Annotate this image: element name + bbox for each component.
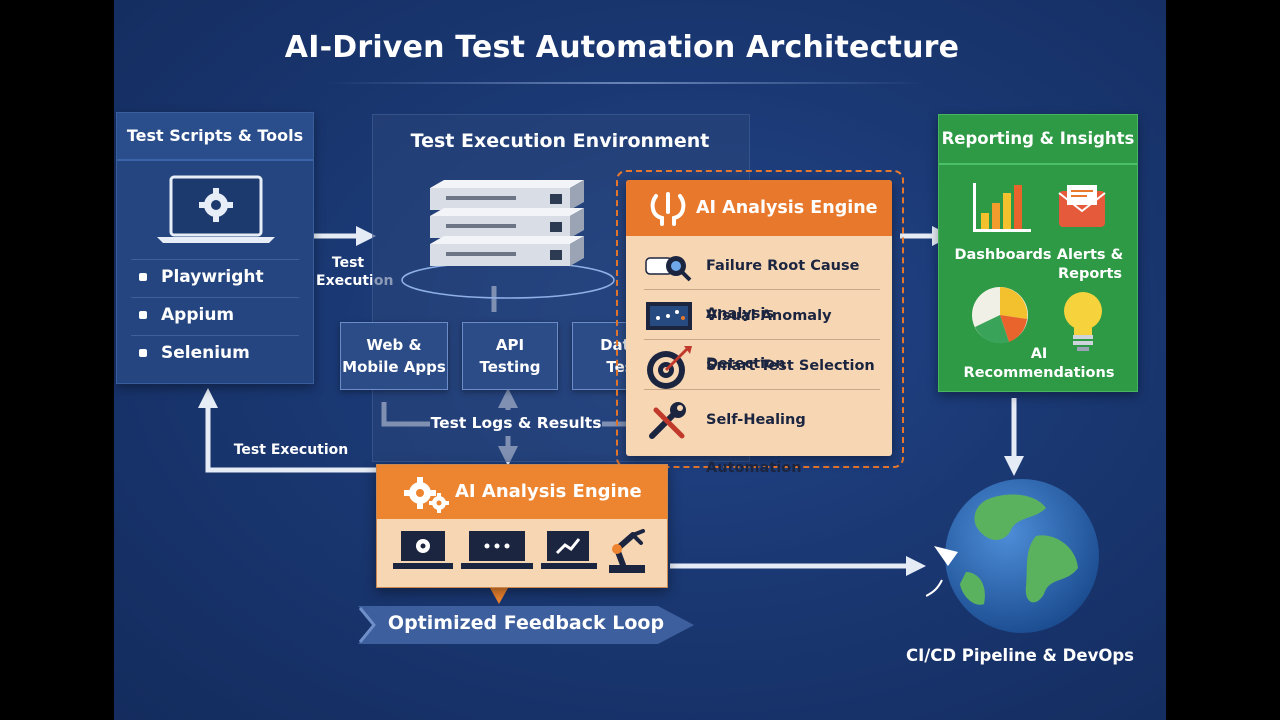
laptop-chart-icon xyxy=(541,531,597,569)
server-rack-icon xyxy=(401,180,615,299)
tool-label: Appium xyxy=(161,305,235,325)
bullet-icon xyxy=(139,349,147,357)
target-line: Web & xyxy=(366,336,422,354)
tool-divider xyxy=(131,335,299,336)
label-line: Recommendations xyxy=(963,365,1115,381)
ai-analysis-engine-lower: AI Analysis Engine xyxy=(376,464,668,588)
test-execution-label: Test Execution xyxy=(316,254,394,290)
test-execution-loop-label: Test Execution xyxy=(233,442,349,458)
execution-environment-title: Test Execution Environment xyxy=(410,130,710,152)
globe-icon xyxy=(926,479,1099,633)
page-title: AI-Driven Test Automation Architecture xyxy=(284,30,960,65)
pie-chart-icon xyxy=(972,287,1028,344)
label-line: Reports xyxy=(1057,266,1123,282)
ai-feature-row: Failure Root Cause Analysis xyxy=(626,242,892,322)
robot-arm-icon xyxy=(609,529,645,573)
label-line: Dashboards xyxy=(954,247,1052,263)
ai-feature-row: Visual Anomaly Detection xyxy=(626,292,892,372)
bullet-icon xyxy=(139,311,147,319)
target-icon xyxy=(647,346,692,389)
target-line: API xyxy=(495,336,525,354)
brain-icon xyxy=(650,192,686,226)
ai-engine-title: AI Analysis Engine xyxy=(696,198,878,218)
laptop-gear-icon xyxy=(157,175,275,243)
wrench-icon xyxy=(649,402,686,439)
reporting-panel: Reporting & Insights Dashboards Alerts &… xyxy=(938,114,1138,392)
tool-divider xyxy=(131,259,299,260)
ai-engine-header: AI Analysis Engine xyxy=(626,180,892,236)
lightbulb-icon xyxy=(1064,292,1102,351)
label-line: Execution xyxy=(316,273,394,289)
feature-label: Visual Anomaly Detection xyxy=(706,308,832,372)
tool-divider xyxy=(131,297,299,298)
bar-chart-icon xyxy=(973,183,1031,232)
label-line: Alerts & xyxy=(1056,247,1124,263)
ai-engine-highlight-frame xyxy=(616,170,904,468)
tool-playwright: Playwright xyxy=(139,267,264,287)
gears-icon xyxy=(404,477,449,513)
feature-label: Smart Test Selection xyxy=(706,358,875,374)
diagram-canvas: AI-Driven Test Automation Architecture T… xyxy=(114,0,1166,720)
feature-label: Self-Healing Automation xyxy=(706,412,806,476)
label-line: AI xyxy=(1030,346,1048,362)
feature-label: Failure Root Cause Analysis xyxy=(706,258,860,322)
tool-label: Selenium xyxy=(161,343,250,363)
row-divider xyxy=(644,389,880,390)
engine-lower-header: AI Analysis Engine xyxy=(377,465,667,519)
dashboards-label: Dashboards xyxy=(953,246,1053,265)
target-line: Testing xyxy=(479,358,541,376)
alerts-reports-label: Alerts & Reports xyxy=(1047,246,1133,284)
target-api-testing: API Testing xyxy=(462,322,558,390)
bullet-icon xyxy=(139,273,147,281)
alert-mail-icon xyxy=(1058,185,1106,227)
ai-feature-row: Smart Test Selection xyxy=(626,342,892,390)
laptop-gear-icon xyxy=(393,531,453,569)
target-line: Mobile Apps xyxy=(342,358,446,376)
camera-search-icon xyxy=(645,256,692,282)
tool-selenium: Selenium xyxy=(139,343,250,363)
monitor-icon xyxy=(646,302,692,330)
label-line: Test xyxy=(331,255,365,271)
engine-lower-title: AI Analysis Engine xyxy=(455,481,642,502)
target-web-mobile: Web & Mobile Apps xyxy=(340,322,448,390)
test-scripts-panel: Test Scripts & Tools Playwright Appium S… xyxy=(116,112,314,384)
ai-recommendations-label: AI Recommendations xyxy=(949,345,1129,383)
reporting-title: Reporting & Insights xyxy=(939,115,1137,165)
ai-feature-row: Self-Healing Automation xyxy=(626,396,892,476)
title-divider xyxy=(326,82,926,84)
tool-label: Playwright xyxy=(161,267,264,287)
test-scripts-title: Test Scripts & Tools xyxy=(117,113,313,161)
cicd-label: CI/CD Pipeline & DevOps xyxy=(905,646,1134,665)
laptop-dots-icon xyxy=(461,531,533,569)
engine-pointer xyxy=(490,588,508,604)
arrow-loop-to-scripts xyxy=(198,388,376,473)
feedback-loop-label: Optimized Feedback Loop xyxy=(387,612,665,634)
tool-appium: Appium xyxy=(139,305,234,325)
row-divider xyxy=(644,289,880,290)
test-logs-label: Test Logs & Results xyxy=(430,414,602,432)
row-divider xyxy=(644,339,880,340)
feedback-loop-banner xyxy=(358,606,694,644)
